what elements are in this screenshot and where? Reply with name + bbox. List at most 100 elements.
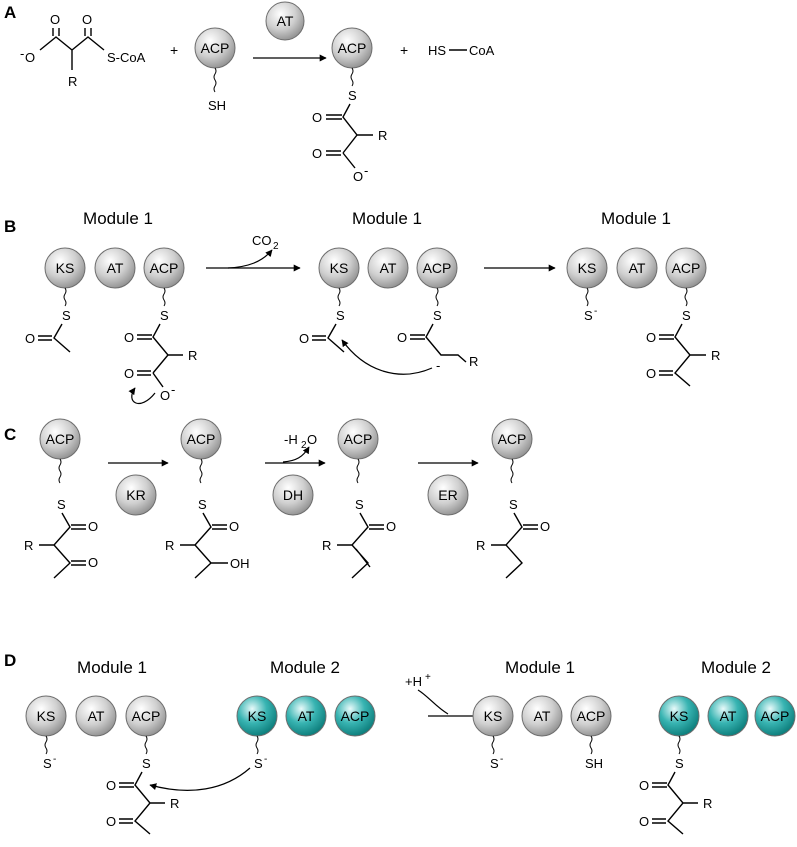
c-enoyl-acp: ACP S O R [322,418,396,579]
atom-r: R [322,538,331,553]
co2-label: CO [252,233,272,248]
atom-s-coa: S-CoA [107,50,146,65]
er-domain [427,474,469,516]
acp-label: ACP [150,260,179,276]
acp-domain [754,695,796,737]
panel-a: A O O - O S-CoA R + ACP SH AT ACP S O R … [4,1,495,184]
nucleophilic-attack-arrow [341,339,433,375]
d-module-2-before: Module 2 KS AT ACP S - [149,658,376,791]
atom-o: O [299,331,309,346]
acp-sh-domain: ACP SH [194,27,236,113]
c-hydroxyacyl-acp: ACP S O R OH [165,418,250,579]
atom-o: O [397,330,407,345]
c-saturated-acyl-acp: ACP S O R [476,418,550,579]
at-domain [285,695,327,737]
acp-label: ACP [132,708,161,724]
atom-o: O [106,778,116,793]
acp-label: ACP [187,431,216,447]
atom-s: S [682,308,691,323]
at-domain [75,695,117,737]
atom-r: R [476,538,485,553]
acp-label: ACP [46,431,75,447]
charge-minus: - [20,46,24,61]
decarboxylation-step: CO 2 [206,233,301,272]
dh-domain [272,474,314,516]
at-domain [367,247,409,289]
dehydration-step: -H 2 O [265,432,326,467]
acp-malonyl-product: ACP S O R O O - [312,27,387,184]
atom-o: O [540,519,550,534]
atom-s: S [509,497,518,512]
atom-sh: SH [208,98,226,113]
atom-s: S [433,308,442,323]
panel-c-label: C [4,425,16,444]
charge-minus: - [594,306,597,317]
at-domain [616,247,658,289]
module-title: Module 1 [77,658,147,677]
module-1-loaded: Module 1 KS AT ACP S O S O R O O - [25,209,197,405]
panel-a-label: A [4,3,16,22]
atom-r: R [165,538,174,553]
atom-s: S [584,308,593,323]
dh-label: DH [283,487,303,503]
ks-label: KS [578,260,597,276]
proton-superscript: + [425,672,431,683]
atom-oh: OH [230,556,250,571]
atom-o-minus: O [160,388,170,403]
acp-label: ACP [341,708,370,724]
malonyl-coa-structure: O O - O S-CoA R [20,12,146,89]
er-label: ER [438,487,457,503]
module-title: Module 1 [505,658,575,677]
atom-r: R [378,128,387,143]
charge-minus: - [436,358,440,373]
charge-minus: - [364,163,368,178]
atom-r: R [469,354,478,369]
atom-sh: SH [585,756,603,771]
atom-o: O [88,519,98,534]
panel-d: D Module 1 KS AT ACP S - S O R O Module … [4,651,796,835]
atom-s: S [490,756,499,771]
atom-r: R [170,796,179,811]
acp-label: ACP [672,260,701,276]
acp-label: ACP [344,431,373,447]
ks-label: KS [37,708,56,724]
panel-c: C ACP S O R O KR ACP S O R OH -H 2 O DH … [4,418,550,579]
acp-label: ACP [761,708,790,724]
atom-o-minus: O [353,169,363,184]
atom-r: R [68,74,77,89]
acp-label: ACP [423,260,452,276]
atom-s: S [348,88,357,103]
acp-label: ACP [577,708,606,724]
co2-subscript: 2 [273,241,279,252]
at-label: AT [298,708,315,724]
d-module-1-before: Module 1 KS AT ACP S - S O R O [25,658,179,835]
atom-s: S [43,756,52,771]
at-label: AT [107,260,124,276]
acp-label: ACP [338,40,367,56]
d-module-1-after: Module 1 KS AT ACP S - SH [472,658,612,771]
panel-d-label: D [4,651,16,670]
at-label: AT [380,260,397,276]
water-subscript: 2 [301,440,307,451]
atom-o: O [50,12,60,27]
atom-r: R [24,538,33,553]
kr-label: KR [126,487,145,503]
atom-o: O [88,555,98,570]
at-label: AT [88,708,105,724]
charge-minus: - [171,382,175,397]
atom-s: S [336,308,345,323]
atom-o: O [82,12,92,27]
charge-minus: - [264,754,267,765]
ks-label: KS [670,708,689,724]
atom-o: O [639,814,649,829]
at-domain [94,247,136,289]
module-title: Module 2 [270,658,340,677]
at-label: AT [534,708,551,724]
charge-minus: - [500,754,503,765]
at-label: AT [277,13,294,29]
ks-label: KS [330,260,349,276]
atom-o: O [312,146,322,161]
c-ketoacyl-acp: ACP S O R O [24,418,98,579]
module-title: Module 1 [352,209,422,228]
ks-label: KS [56,260,75,276]
